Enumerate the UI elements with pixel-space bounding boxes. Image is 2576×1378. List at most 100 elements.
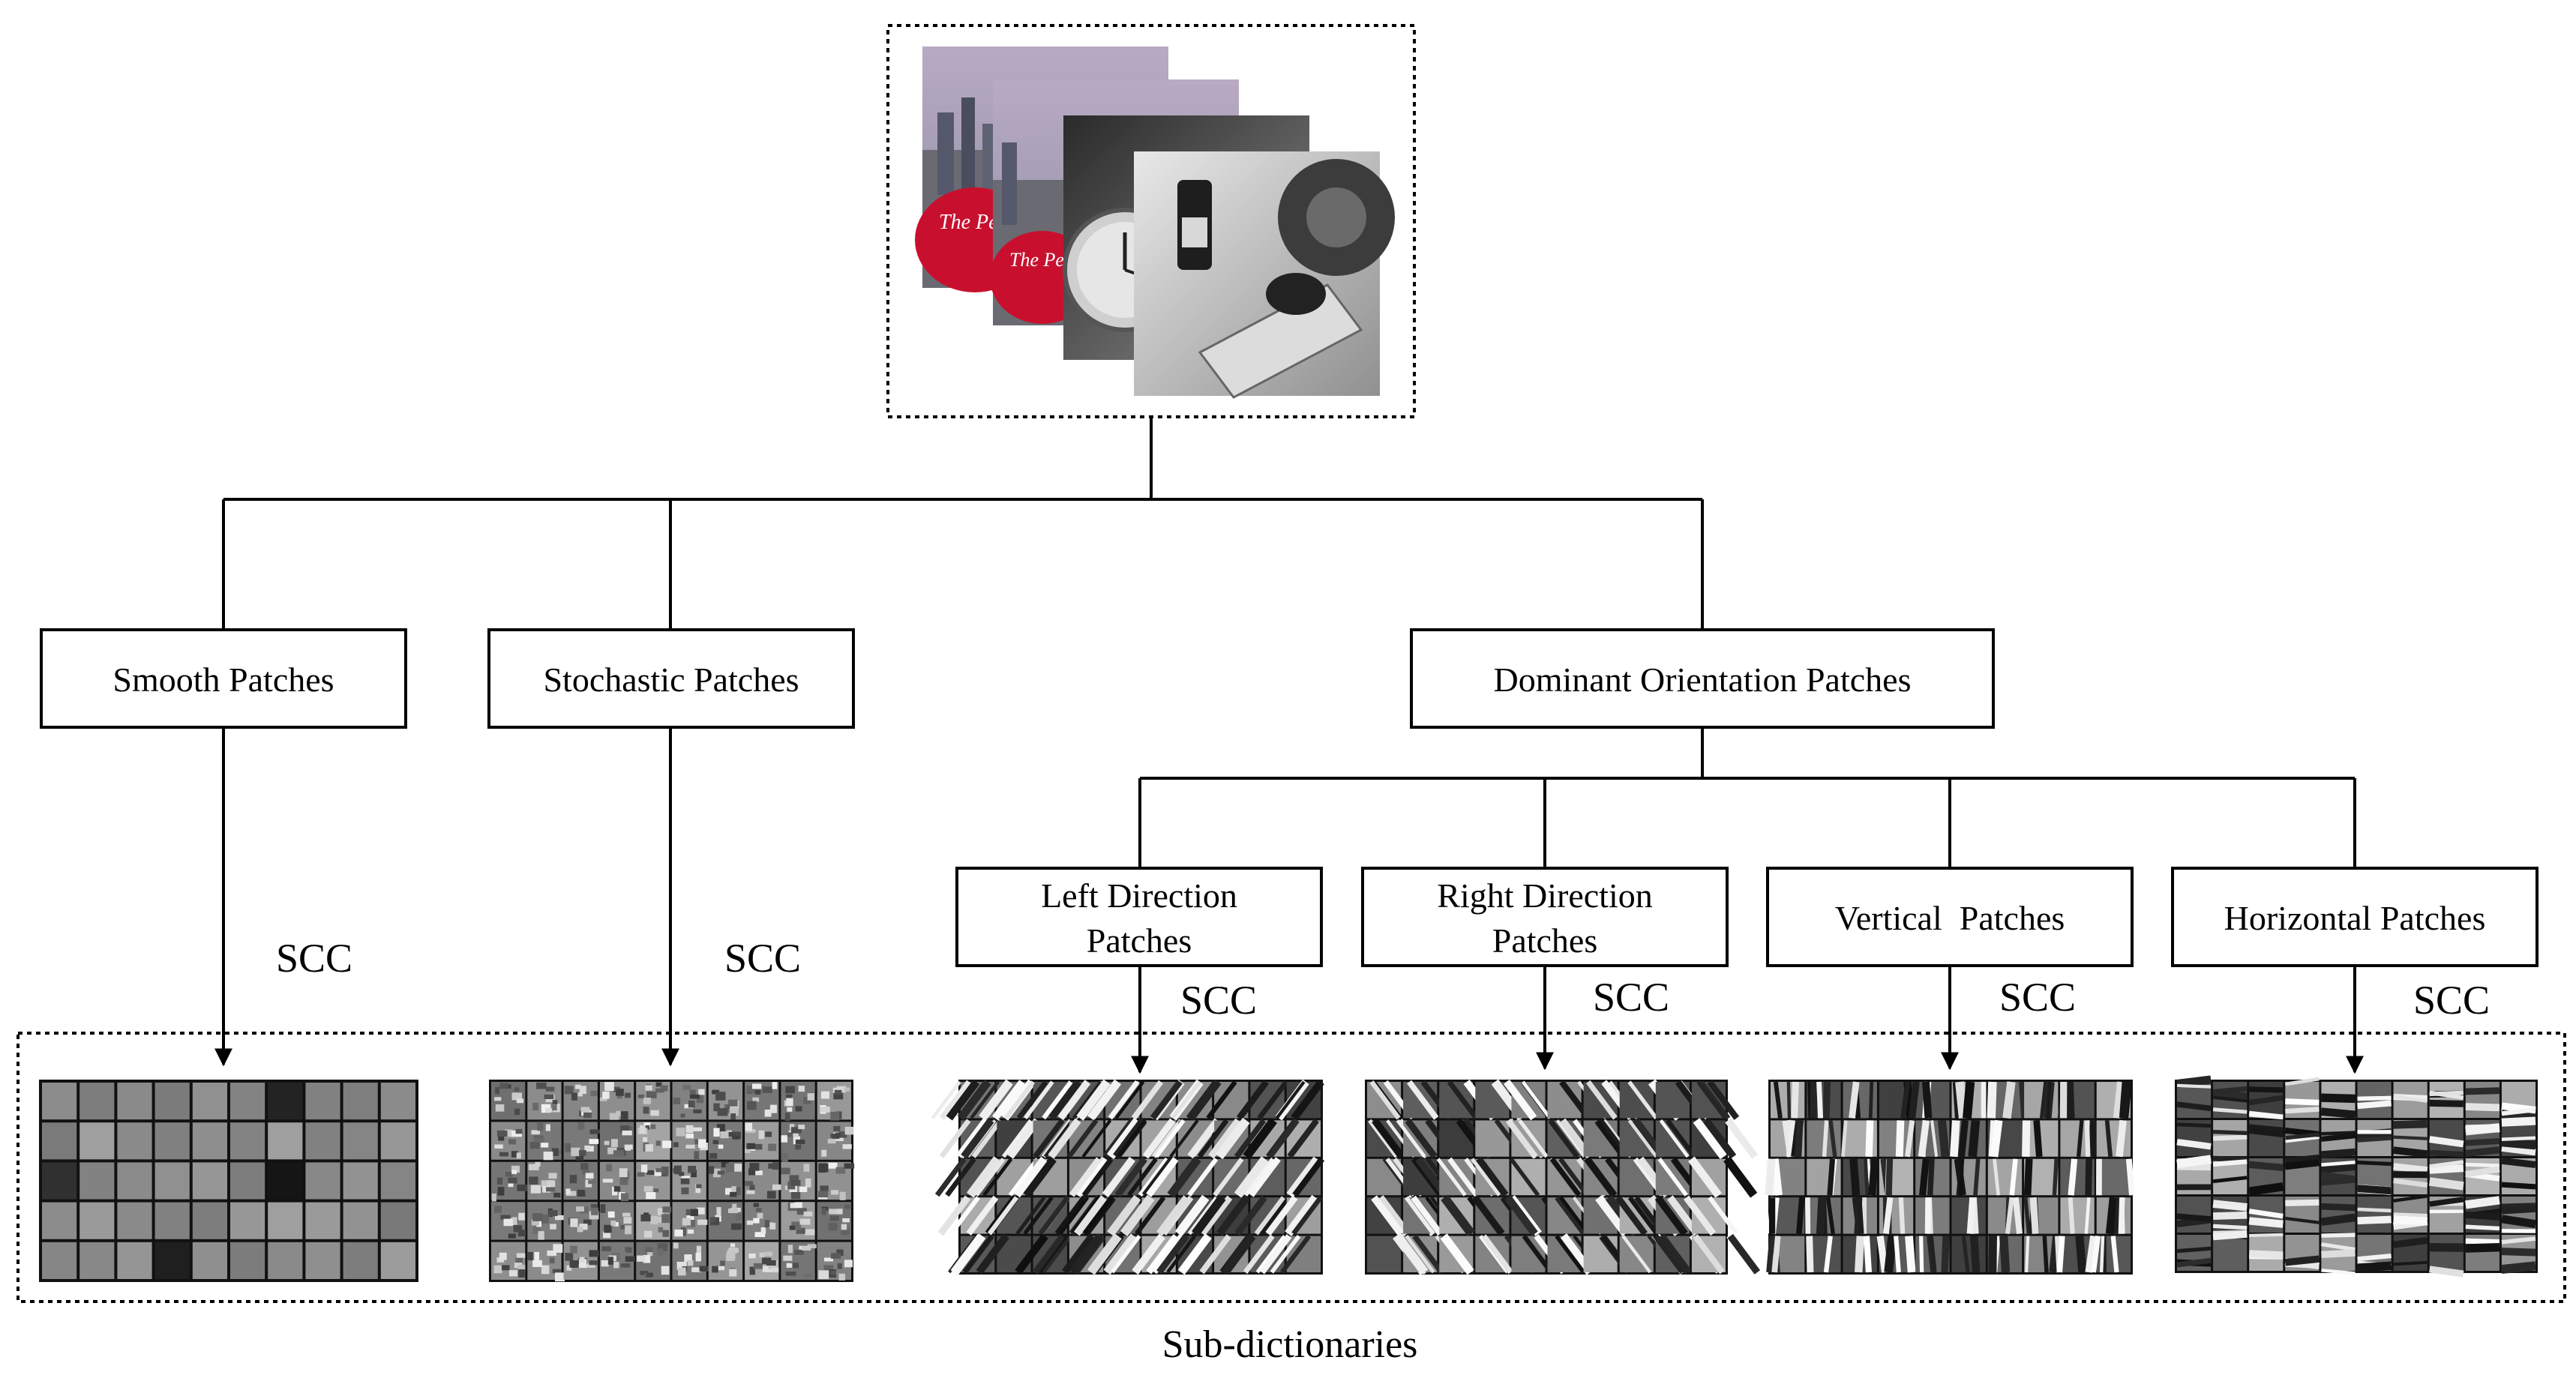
dictionary-atom [79,1162,115,1200]
dictionary-atom [781,1161,815,1200]
left-direction-dictionary [931,1079,1325,1275]
dictionary-atom [2022,1120,2059,1158]
dictionary-atom [672,1242,710,1280]
dictionary-atom [42,1162,77,1200]
stochastic-patches-label: Stochastic Patches [543,661,799,699]
dictionary-atom [1583,1118,1633,1160]
dictionary-atom [527,1161,562,1200]
right-direction-patches-node: Right Direction Patches [1361,867,1729,967]
dictionary-atom [2060,1120,2099,1158]
dictionary-atom [2284,1077,2320,1118]
dictionary-atom [2176,1075,2212,1118]
tree-connectors [222,417,2356,868]
dictionary-atom [2393,1119,2428,1158]
dictionary-atom [268,1202,303,1239]
dictionary-atom [1013,1156,1067,1198]
dictionary-atom [781,1242,817,1280]
dictionary-atom [1234,1156,1285,1198]
dictionary-atom [491,1122,526,1160]
dictionary-atom [636,1202,671,1240]
dictionary-atom [2501,1116,2536,1156]
dictionary-atom [1767,1197,1805,1235]
dictionary-atom [2321,1233,2356,1275]
dictionary-atom [154,1083,190,1120]
dictionary-atom [343,1242,378,1279]
dictionary-atom [305,1242,340,1279]
dictionary-atom [708,1202,743,1240]
dictionary-atom [79,1122,115,1160]
sub-dictionaries-caption: Sub-dictionaries [1162,1323,1418,1366]
dictionary-atom [2248,1158,2284,1196]
dictionary-atom [2392,1194,2428,1233]
dictionary-atom [2176,1155,2212,1194]
dictionary-atom [1987,1081,2027,1119]
right-direction-label-line1: Right Direction [1437,876,1652,915]
dictionary-atom [2393,1235,2428,1271]
dictionary-atom [781,1122,815,1162]
dictionary-atom [1583,1080,1639,1120]
dictionary-atom [2321,1120,2356,1159]
dictionary-atom [2465,1082,2500,1118]
dictionary-atom [2248,1082,2284,1120]
dictionary-atom [745,1202,779,1240]
dictionary-atom [1879,1197,1914,1235]
horizontal-patches-node: Horizontal Patches [2171,867,2539,967]
dictionary-atom [79,1083,115,1120]
dictionary-atom [79,1202,115,1239]
dictionary-atom [380,1242,415,1279]
dictionary-atom [192,1122,227,1160]
dictionary-atom [1879,1119,1915,1158]
dictionary-atom [491,1161,528,1202]
dictionary-atom [636,1082,670,1120]
dictionary-atom [1583,1233,1633,1275]
dictionary-atom [1806,1236,1841,1273]
dictionary-atom [1908,1081,1950,1119]
dictionary-atom [817,1202,851,1240]
dictionary-atom [1843,1197,1877,1235]
dictionary-atom [2357,1120,2392,1156]
dictionary-atom [1015,1233,1072,1275]
dictionary-atom [2393,1158,2428,1194]
dictionary-atom [230,1122,265,1160]
dictionary-atom [491,1202,526,1240]
dictionary-atom [1691,1233,1761,1275]
dictionary-atom [2428,1158,2464,1194]
dictionary-atom [2465,1235,2500,1271]
dictionary-atom [563,1202,599,1240]
dictionary-atom [636,1122,672,1160]
dictionary-atom [2320,1158,2356,1194]
dictionary-atom [2056,1235,2098,1273]
dictionary-atom [599,1202,634,1240]
dictionary-atom [42,1122,77,1160]
dictionary-atom [563,1122,601,1161]
dictionary-atom [745,1161,781,1200]
dictionary-atom [1876,1235,1916,1273]
dictionary-atom [343,1202,378,1239]
dictionary-atom [380,1122,415,1160]
dictionary-atom [1254,1194,1323,1236]
dictionary-atom [230,1083,265,1120]
dictionary-atom [527,1082,562,1120]
dictionary-atom [154,1162,190,1200]
dictionary-atom [2429,1120,2464,1158]
dictionary-atom [2285,1197,2320,1233]
dictionary-atom [192,1162,227,1200]
dictionary-atom [380,1083,415,1120]
dictionary-atom [343,1083,378,1120]
dictionary-atom [636,1242,670,1280]
dictionary-atom [1987,1236,2023,1273]
dominant-orientation-patches-node: Dominant Orientation Patches [1410,628,1995,729]
dictionary-atom [672,1161,706,1200]
dictionary-atom [599,1242,635,1280]
dictionary-atom [1951,1197,1986,1234]
scc-label-smooth: SCC [276,936,352,981]
dictionary-atom [305,1122,340,1160]
dictionary-atom [563,1242,599,1280]
dictionary-atom [1805,1197,1841,1234]
dictionary-grids [39,1075,2538,1282]
dictionary-atom [2023,1197,2059,1234]
dictionary-atom [1471,1156,1510,1198]
dictionary-atom [2096,1158,2135,1196]
dictionary-atom [2320,1082,2356,1119]
